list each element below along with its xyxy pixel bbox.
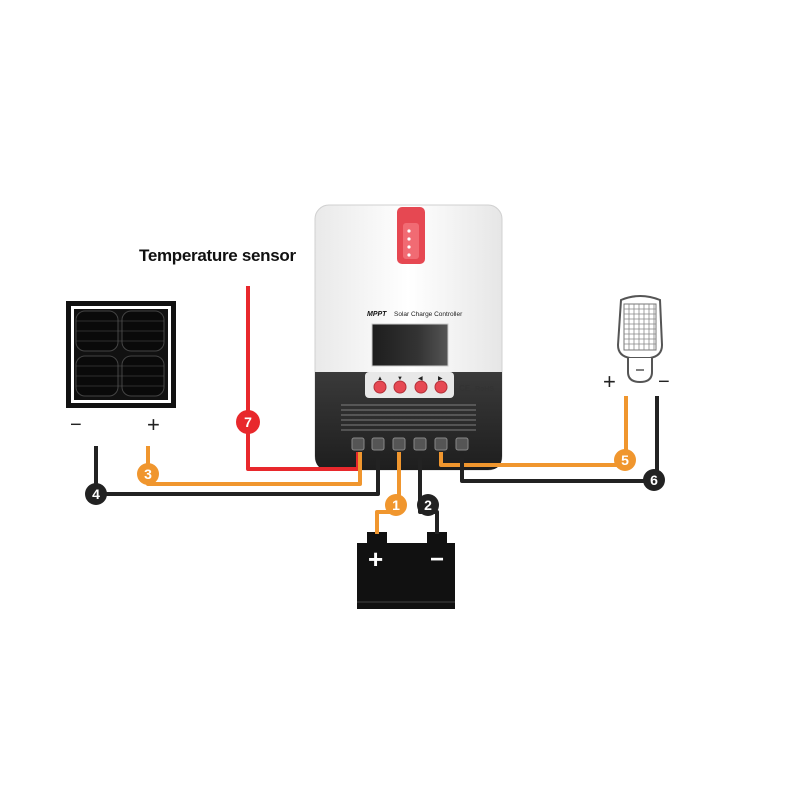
button-right (434, 380, 448, 394)
marker-4: 4 (85, 483, 107, 505)
marker-5: 5 (614, 449, 636, 471)
marker-7: 7 (236, 410, 260, 434)
charge-controller (314, 204, 503, 471)
controller-brand: MPPT (367, 311, 387, 318)
solar-panel (66, 301, 176, 408)
svg-text:7: 7 (244, 414, 252, 430)
wire-load-negative (460, 396, 659, 483)
svg-text:3: 3 (144, 466, 152, 482)
controller-name: Solar Charge Controller (394, 311, 463, 318)
lamp (616, 295, 664, 384)
svg-text:2: 2 (424, 497, 432, 513)
button-down (393, 380, 407, 394)
lamp-plus-label: + (603, 369, 616, 394)
svg-text:4: 4 (92, 486, 100, 502)
marker-3: 3 (137, 463, 159, 485)
ce-mark: CE (459, 384, 471, 393)
marker-1: 1 (385, 494, 407, 516)
button-right-arrow: ▶ (438, 376, 443, 382)
panel-plus-label: + (147, 412, 160, 437)
wire-load-positive (439, 396, 628, 467)
battery-minus-label: − (430, 546, 444, 573)
marker-6: 6 (643, 469, 665, 491)
marker-2: 2 (417, 494, 439, 516)
wire-panel-negative (94, 446, 380, 496)
battery-plus-label: + (368, 544, 383, 574)
button-left-arrow: ◀ (418, 376, 423, 382)
button-left (414, 380, 428, 394)
button-down-arrow: ▼ (397, 376, 403, 382)
controller-buttons: ▲ ▼ ◀ ▶ (373, 376, 448, 394)
diagram-title: Temperature sensor (139, 246, 296, 265)
svg-text:1: 1 (392, 497, 400, 513)
panel-minus-label: − (70, 414, 82, 436)
button-up-arrow: ▲ (377, 376, 383, 382)
battery (357, 532, 455, 609)
lamp-minus-label: − (658, 371, 670, 393)
button-up (373, 380, 387, 394)
svg-text:6: 6 (650, 472, 658, 488)
svg-text:5: 5 (621, 452, 629, 468)
rohs-mark: RoHS (475, 386, 494, 393)
